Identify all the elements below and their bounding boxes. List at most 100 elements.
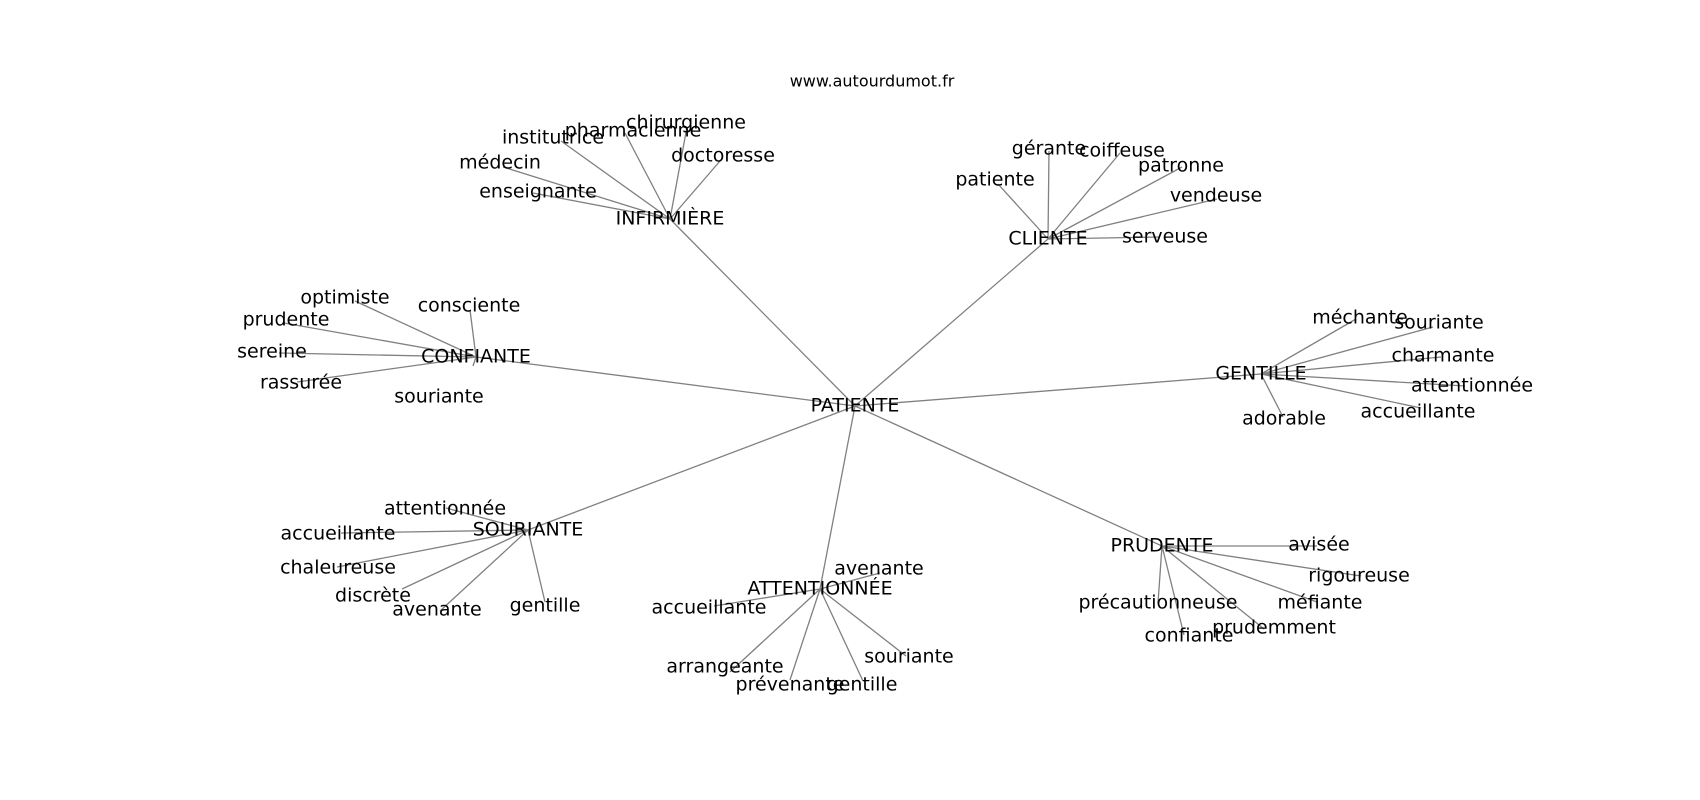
leaf-node: prévenante — [736, 674, 845, 696]
edges-layer — [278, 126, 1466, 682]
edge-hub-to-leaf — [1260, 318, 1357, 375]
leaf-node: institutrice — [502, 127, 604, 149]
hub-node: PRUDENTE — [1110, 535, 1213, 557]
edge-hub-to-leaf — [819, 588, 907, 657]
edge-hub-to-leaf — [1161, 545, 1265, 630]
leaf-node: accueillante — [1361, 401, 1476, 423]
leaf-node: discrète — [335, 585, 411, 607]
edge-center-to-hub — [669, 218, 856, 407]
edge-hub-to-leaf — [472, 356, 477, 367]
edge-center-to-hub — [527, 405, 856, 531]
leaf-node: confiante — [1145, 625, 1234, 647]
leaf-node: rassurée — [260, 372, 342, 394]
leaf-node: chirurgienne — [626, 112, 746, 134]
leaf-node: avenante — [834, 558, 923, 580]
leaf-node: méchante — [1312, 307, 1408, 329]
leaf-node: pharmacienne — [565, 120, 702, 142]
edge-hub-to-leaf — [1260, 356, 1442, 375]
edge-center-to-hub — [854, 238, 1049, 407]
hub-node: ATTENTIONNÉE — [747, 577, 892, 600]
edge-hub-to-leaf — [401, 529, 529, 590]
leaf-node: attentionnée — [1411, 375, 1533, 397]
edge-hub-to-leaf — [336, 529, 529, 568]
leaf-node: souriante — [1394, 312, 1483, 334]
leaf-node: souriante — [864, 646, 953, 668]
leaf-node: patronne — [1138, 155, 1224, 177]
leaf-node: charmante — [1392, 345, 1495, 367]
edge-hub-to-leaf — [1260, 373, 1284, 418]
leaf-node: serveuse — [1122, 226, 1208, 248]
hub-node: CONFIANTE — [421, 346, 531, 368]
edge-hub-to-leaf — [1161, 545, 1185, 636]
edge-hub-to-leaf — [1260, 326, 1434, 375]
edge-hub-to-leaf — [1260, 373, 1422, 409]
labels-layer: www.autourdumot.fr PATIENTE INFIRMIÈRE chi… — [237, 72, 1533, 696]
edge-hub-to-leaf — [1161, 545, 1362, 577]
hub-node: SOURIANTE — [473, 519, 584, 541]
leaf-node: souriante — [394, 386, 483, 408]
leaf-node: avisée — [1288, 534, 1349, 556]
edge-hub-to-leaf — [624, 132, 671, 220]
edge-center-to-hub — [475, 356, 856, 407]
leaf-node: sereine — [237, 341, 307, 363]
leaf-node: prudemment — [1212, 617, 1336, 639]
edge-hub-to-leaf — [278, 352, 477, 358]
edge-hub-to-leaf — [296, 356, 477, 383]
edge-hub-to-leaf — [789, 588, 821, 681]
leaf-node: adorable — [1242, 408, 1326, 430]
hub-node: INFIRMIÈRE — [616, 207, 725, 230]
edge-hub-to-leaf — [1047, 236, 1161, 240]
edge-hub-to-leaf — [669, 126, 688, 220]
center-node: PATIENTE — [811, 395, 900, 417]
leaf-node: gérante — [1012, 138, 1086, 160]
edge-hub-to-leaf — [560, 140, 671, 220]
edge-center-to-hub — [854, 373, 1262, 407]
edge-hub-to-leaf — [532, 192, 671, 220]
leaf-node: enseignante — [479, 181, 597, 203]
edge-hub-to-leaf — [1047, 150, 1050, 240]
leaf-node: précautionneuse — [1078, 592, 1237, 614]
edge-hub-to-leaf — [819, 588, 864, 682]
edge-hub-to-leaf — [713, 588, 821, 607]
edge-hub-to-leaf — [1047, 166, 1183, 240]
edge-hub-to-leaf — [729, 588, 821, 673]
edge-hub-to-leaf — [283, 322, 477, 358]
leaf-node: méfiante — [1278, 592, 1363, 614]
leaf-node: chaleureuse — [280, 557, 396, 579]
leaf-node: vendeuse — [1170, 185, 1262, 207]
leaf-node: optimiste — [300, 287, 389, 309]
edge-hub-to-leaf — [527, 529, 546, 603]
leaf-node: coiffeuse — [1079, 140, 1165, 162]
hub-node: GENTILLE — [1215, 363, 1306, 385]
edge-hub-to-leaf — [669, 160, 721, 220]
leaf-node: avenante — [392, 599, 481, 621]
edge-hub-to-leaf — [1161, 545, 1318, 603]
edge-hub-to-leaf — [340, 529, 529, 534]
edge-hub-to-leaf — [502, 166, 671, 220]
leaf-node: attentionnée — [384, 498, 506, 520]
leaf-node: arrangeante — [666, 656, 783, 678]
leaf-node: rigoureuse — [1308, 565, 1410, 587]
edge-hub-to-leaf — [445, 507, 529, 531]
leaf-node: médecin — [459, 152, 541, 174]
edge-hub-to-leaf — [819, 572, 881, 590]
leaf-node: gentille — [827, 674, 898, 696]
leaf-node: patiente — [955, 169, 1034, 191]
leaf-node: doctoresse — [671, 145, 775, 167]
leaf-node: accueillante — [281, 523, 396, 545]
leaf-node: accueillante — [652, 597, 767, 619]
edge-hub-to-leaf — [1157, 545, 1163, 604]
edge-hub-to-leaf — [1047, 152, 1121, 240]
edge-hub-to-leaf — [469, 309, 477, 358]
leaf-node: prudente — [243, 309, 330, 331]
hub-node: CLIENTE — [1008, 228, 1087, 250]
edge-hub-to-leaf — [1047, 198, 1218, 240]
source-watermark: www.autourdumot.fr — [790, 72, 955, 91]
edge-hub-to-leaf — [354, 300, 477, 358]
edge-hub-to-leaf — [1260, 373, 1466, 387]
edge-center-to-hub — [854, 405, 1163, 547]
edge-hub-to-leaf — [997, 183, 1049, 240]
leaf-node: gentille — [510, 595, 581, 617]
leaf-node: consciente — [418, 295, 521, 317]
